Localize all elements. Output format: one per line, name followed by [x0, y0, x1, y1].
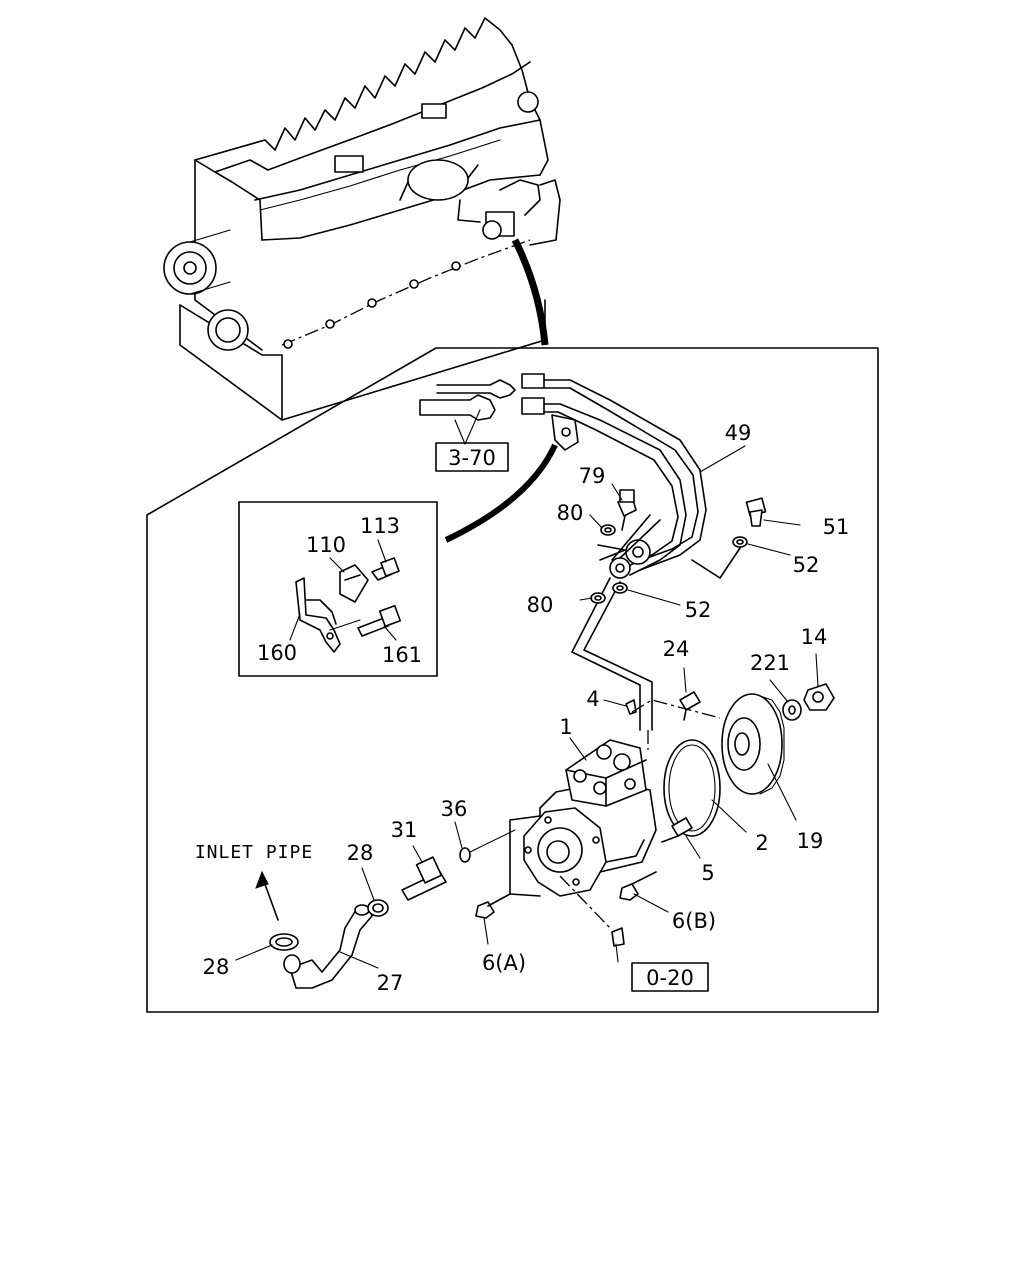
callout-28-lower: 28 [203, 955, 230, 979]
callout-36: 36 [441, 797, 468, 821]
callout-28-upper: 28 [347, 841, 374, 865]
callout-27: 27 [377, 971, 404, 995]
callout-221: 221 [750, 651, 790, 675]
callout-113: 113 [360, 514, 400, 538]
inset-pointer-arrow [444, 443, 558, 543]
callout-2: 2 [755, 831, 768, 855]
callout-24: 24 [663, 637, 690, 661]
ref-label-0-20[interactable]: 0-20 [646, 966, 694, 990]
ref-box-3-70 [435, 442, 509, 472]
callout-6a: 6(A) [482, 951, 526, 975]
callout-52-right: 52 [793, 553, 820, 577]
callout-4: 4 [586, 687, 599, 711]
callout-5: 5 [701, 861, 714, 885]
inset-frame [238, 501, 438, 677]
detail-pointer-arrow [511, 238, 549, 346]
callout-31: 31 [391, 818, 418, 842]
callout-51: 51 [823, 515, 850, 539]
callout-161: 161 [382, 643, 422, 667]
leader-lines [235, 409, 819, 969]
callout-19: 19 [797, 829, 824, 853]
callout-49: 49 [725, 421, 752, 445]
callout-110: 110 [306, 533, 346, 557]
injection-pump [475, 683, 835, 947]
pipe-fasteners [590, 489, 767, 604]
inset-bracket-parts [295, 557, 402, 653]
fuel-pipe-assembly [419, 373, 741, 731]
callout-14: 14 [801, 625, 828, 649]
ref-label-3-70[interactable]: 3-70 [448, 446, 496, 470]
callout-80-upper: 80 [557, 501, 584, 525]
callout-6b: 6(B) [672, 909, 716, 933]
inlet-pipe-note: INLET PIPE [195, 842, 313, 863]
callout-80-lower: 80 [527, 593, 554, 617]
ref-box-0-20 [631, 962, 709, 992]
inlet-pipe-parts [255, 829, 516, 989]
engine-block-illustration [163, 17, 561, 421]
callout-1: 1 [559, 715, 572, 739]
callout-52-lower: 52 [685, 598, 712, 622]
detail-frame [146, 347, 879, 1013]
callout-79: 79 [579, 464, 606, 488]
callout-160: 160 [257, 641, 297, 665]
